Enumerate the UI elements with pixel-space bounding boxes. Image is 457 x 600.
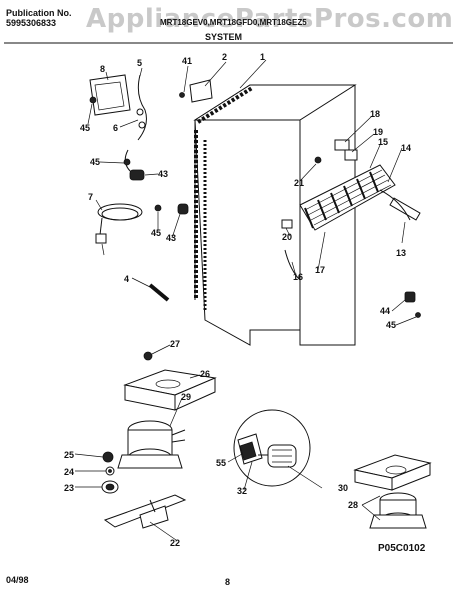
grommet-25-part [102, 451, 114, 463]
drain-pan-part [123, 369, 217, 411]
screw-45-part [415, 312, 421, 318]
callout: 24 [64, 467, 74, 477]
callout: 21 [294, 178, 304, 188]
callout: 17 [315, 265, 325, 275]
callout: 32 [237, 486, 247, 496]
callout: 7 [88, 192, 93, 202]
callout: 45 [386, 320, 396, 330]
clip-part [281, 219, 293, 229]
callout: 22 [170, 538, 180, 548]
callout: 19 [373, 127, 383, 137]
screw-27-part [143, 351, 153, 361]
grommet-part [177, 203, 189, 215]
bracket-part [334, 139, 358, 161]
callout: 8 [100, 64, 105, 74]
callout-labels: 1 2 4 5 6 7 8 13 14 15 16 17 18 19 20 21… [64, 52, 411, 548]
callout: 26 [200, 369, 210, 379]
relay-part [129, 169, 145, 181]
condenser-coil-part [299, 164, 396, 231]
callout: 41 [182, 56, 192, 66]
harness-part [137, 74, 147, 141]
power-cord-part [95, 203, 143, 244]
leader-lines [74, 59, 417, 541]
callout: 15 [378, 137, 388, 147]
publication-label: Publication No. [6, 8, 72, 18]
callout: 14 [401, 143, 411, 153]
footer-date: 04/98 [6, 575, 29, 585]
callout: 45 [90, 157, 100, 167]
callout: 4 [124, 274, 129, 284]
callout: 44 [380, 306, 390, 316]
callout: 5 [137, 58, 142, 68]
model-numbers: MRT18GEV0,MRT18GFD0,MRT18GEZ5 [160, 18, 307, 27]
cover-part [89, 74, 131, 116]
tube-part [148, 283, 170, 302]
callout: 1 [260, 52, 265, 62]
callout: 28 [348, 500, 358, 510]
screw-21-part [314, 156, 322, 164]
drain-tube-part [284, 249, 301, 281]
section-title: SYSTEM [205, 32, 243, 42]
callout: 16 [293, 272, 303, 282]
callout: 55 [216, 458, 226, 468]
compressor-part [117, 420, 186, 469]
clip-44-part [404, 291, 416, 303]
bracket-2-part [189, 79, 213, 103]
callout: 25 [64, 450, 74, 460]
compressor-assembly-part [353, 454, 432, 529]
callout: 6 [113, 123, 118, 133]
footer-page-number: 8 [225, 577, 231, 587]
callout: 43 [166, 233, 176, 243]
publication-number: 5995306833 [6, 18, 57, 28]
callout: 29 [181, 392, 191, 402]
callout: 45 [151, 228, 161, 238]
callout: 18 [370, 109, 380, 119]
callout: 13 [396, 248, 406, 258]
callout: 45 [80, 123, 90, 133]
drier-part [379, 189, 421, 221]
cabinet-part [193, 84, 357, 346]
callout: 2 [222, 52, 227, 62]
base-rail-part [103, 494, 187, 529]
callout: 20 [282, 232, 292, 242]
callout: 30 [338, 483, 348, 493]
callout: 23 [64, 483, 74, 493]
diagram-code: P05C0102 [378, 543, 426, 554]
relay-detail [233, 409, 311, 487]
callout: 27 [170, 339, 180, 349]
callout: 43 [158, 169, 168, 179]
watermark: AppliancePartsPros.com [86, 4, 454, 34]
